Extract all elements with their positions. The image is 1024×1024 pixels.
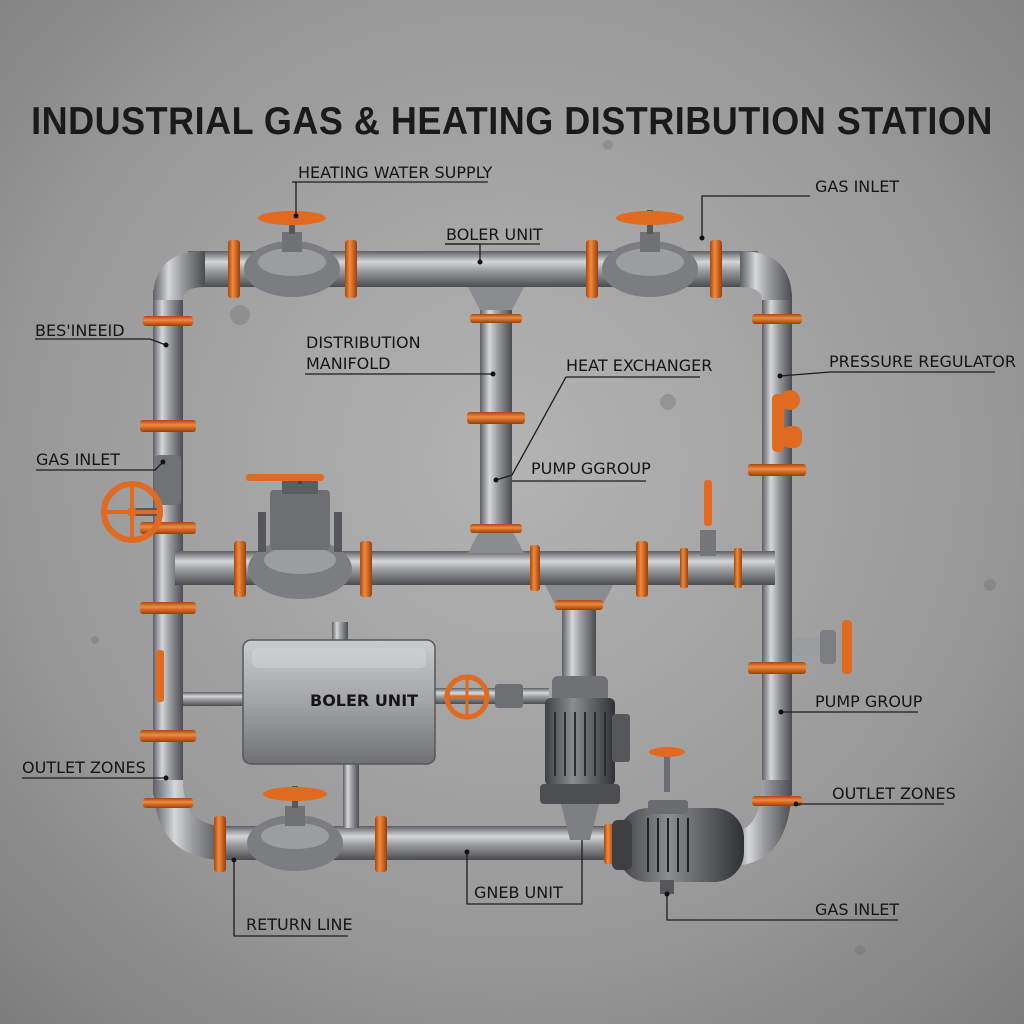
leader-dots [160,213,799,897]
gate-valve-top-left[interactable] [244,211,340,297]
pressure-regulator-valve[interactable] [772,390,802,452]
right-riser-pipe [762,295,792,795]
top-left-elbow [153,251,205,300]
pump-motor-center [540,676,630,804]
label-distribution-manifold-line1: DISTRIBUTION [306,333,421,352]
tank-left-pipe [183,692,243,706]
label-boler-unit-tank: BOLER UNIT [310,691,419,710]
motor-top-valve[interactable] [649,747,685,792]
label-gas-inlet-bottom: GAS INLET [815,900,900,919]
label-outlet-zones-left: OUTLET ZONES [22,758,146,777]
top-right-elbow [740,251,792,300]
gate-valve-return[interactable] [247,786,343,871]
flanges [140,240,806,872]
label-boler-unit-top: BOLER UNIT [446,225,543,244]
gate-valve-manifold[interactable] [246,474,352,599]
label-heating-water-supply: HEATING WATER SUPPLY [298,163,493,182]
label-gas-inlet-left: GAS INLET [36,450,121,469]
gate-valve-top-right[interactable] [602,210,698,297]
handwheel-valve-left[interactable] [101,455,181,543]
label-heat-exchanger: HEAT EXCHANGER [566,356,713,375]
label-gas-inlet-top: GAS INLET [815,177,900,196]
diagram-title: INDUSTRIAL GAS & HEATING DISTRIBUTION ST… [31,98,993,143]
label-gneb-unit: GNEB UNIT [474,883,563,902]
tank-vent-pipe [332,622,348,642]
center-tee-top [468,287,524,310]
lever-valve-left-lower[interactable] [156,650,164,702]
label-pump-group: PUMP GROUP [815,692,923,711]
label-outlet-zones-right: OUTLET ZONES [832,784,956,803]
boiler-tank [242,639,436,765]
tank-outlet-valve[interactable] [444,674,523,720]
manifold-lever-valve[interactable] [700,480,716,556]
label-res-ineeid: BES'INEEID [35,321,125,340]
leader-lines [22,181,995,937]
center-tee-bottom [468,530,524,553]
label-return-line: RETURN LINE [246,915,353,934]
label-distribution-manifold-line2: MANIFOLD [306,354,391,373]
label-pressure-regulator: PRESSURE REGULATOR [829,352,1017,371]
tank-drain-pipe [343,762,359,828]
pump-outlet-cone [560,800,600,840]
wall-stains [91,140,996,955]
label-pump-ggroup: PUMP GGROUP [531,459,651,478]
right-side-valve[interactable] [792,620,852,674]
gas-motor-bottom [612,800,744,894]
left-riser-pipe [153,290,183,795]
